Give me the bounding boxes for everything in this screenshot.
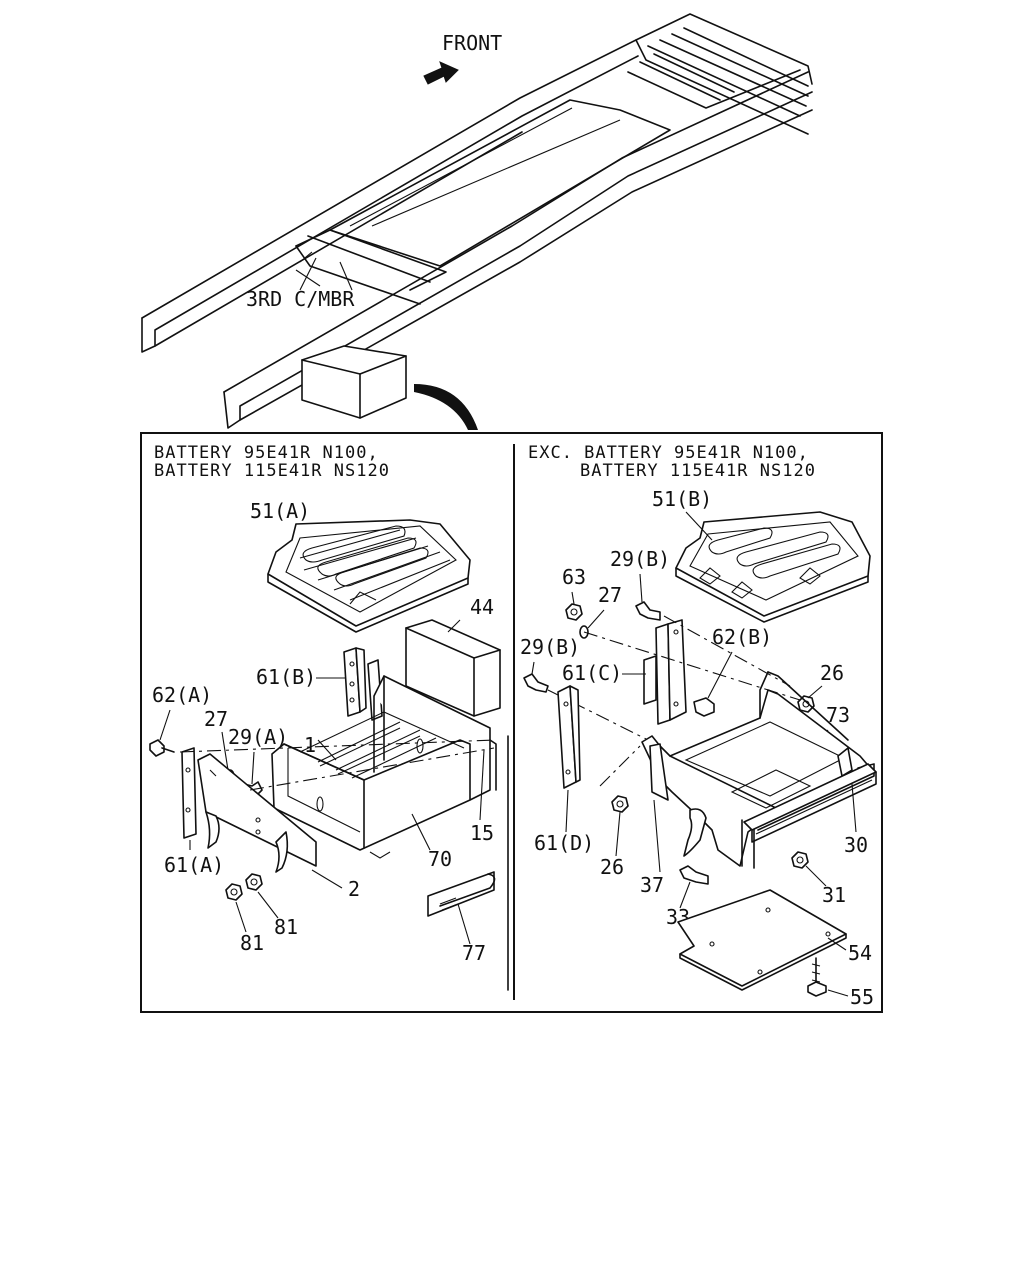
part-label-51a: 51(A) (250, 499, 310, 523)
bolt-62a (149, 739, 175, 757)
bracket-61d (557, 685, 581, 789)
part-label-51b: 51(B) (652, 487, 712, 511)
part-label-29b-upper: 29(B) (610, 547, 670, 571)
part-label-29b-lower: 29(B) (520, 635, 580, 659)
bolt-33 (679, 865, 709, 885)
part-label-44: 44 (470, 595, 494, 619)
hook-bolt-77 (427, 871, 496, 917)
left-header-line1: BATTERY 95E41R N100, (154, 443, 379, 463)
bracket-61c (643, 619, 687, 725)
part-label-61c: 61(C) (562, 661, 622, 685)
left-header-line2: BATTERY 115E41R NS120 (154, 461, 390, 481)
nut-81-a (225, 883, 243, 901)
bolt-55 (807, 957, 827, 997)
crossmember-label: 3RD C/MBR (246, 287, 355, 311)
part-label-2: 2 (348, 877, 360, 901)
plate-2 (197, 753, 317, 873)
nut-26-upper (797, 695, 815, 713)
part-label-61d: 61(D) (534, 831, 594, 855)
part-label-29a: 29(A) (228, 725, 288, 749)
bolt-29b-lower (523, 673, 549, 693)
plate-54 (677, 889, 847, 991)
nut-81-b (245, 873, 263, 891)
battery-tray-1 (271, 675, 491, 859)
nut-31 (791, 851, 809, 869)
part-label-27-right: 27 (598, 583, 622, 607)
right-panel: EXC. BATTERY 95E41R N100, BATTERY 115E41… (520, 443, 877, 1009)
part-label-26-upper: 26 (820, 661, 844, 685)
part-label-1: 1 (304, 733, 316, 757)
part-label-55: 55 (850, 985, 874, 1009)
bolt-62b (693, 697, 715, 717)
part-label-63: 63 (562, 565, 586, 589)
part-label-61b: 61(B) (256, 665, 316, 689)
part-label-62a: 62(A) (152, 683, 212, 707)
part-label-70: 70 (428, 847, 452, 871)
part-label-61a: 61(A) (164, 853, 224, 877)
right-header-line1: EXC. BATTERY 95E41R N100, (528, 443, 809, 463)
battery-cover-a (267, 519, 471, 633)
front-arrow-icon (423, 61, 459, 85)
left-panel: BATTERY 95E41R N100, BATTERY 115E41R NS1… (149, 443, 509, 991)
bolt-29b-upper (635, 601, 661, 621)
chassis-frame (141, 13, 813, 430)
right-header-line2: BATTERY 115E41R NS120 (580, 461, 816, 481)
part-label-54: 54 (848, 941, 872, 965)
nut-26-lower (611, 795, 629, 813)
part-label-81-a: 81 (240, 931, 264, 955)
part-label-15: 15 (470, 821, 494, 845)
part-label-27-left: 27 (204, 707, 228, 731)
front-label: FRONT (442, 31, 502, 55)
bracket-61a (181, 747, 197, 839)
battery-cover-b (675, 511, 871, 623)
part-label-26-lower: 26 (600, 855, 624, 879)
part-label-77: 77 (462, 941, 486, 965)
part-label-30: 30 (844, 833, 868, 857)
detail-frame (140, 432, 883, 1013)
part-label-37: 37 (640, 873, 664, 897)
rod-15 (489, 735, 509, 991)
nut-63 (565, 603, 583, 621)
part-label-62b: 62(B) (712, 625, 772, 649)
part-label-81-b: 81 (274, 915, 298, 939)
part-label-31: 31 (822, 883, 846, 907)
bracket-61b (343, 647, 383, 721)
pad-44 (405, 619, 501, 717)
